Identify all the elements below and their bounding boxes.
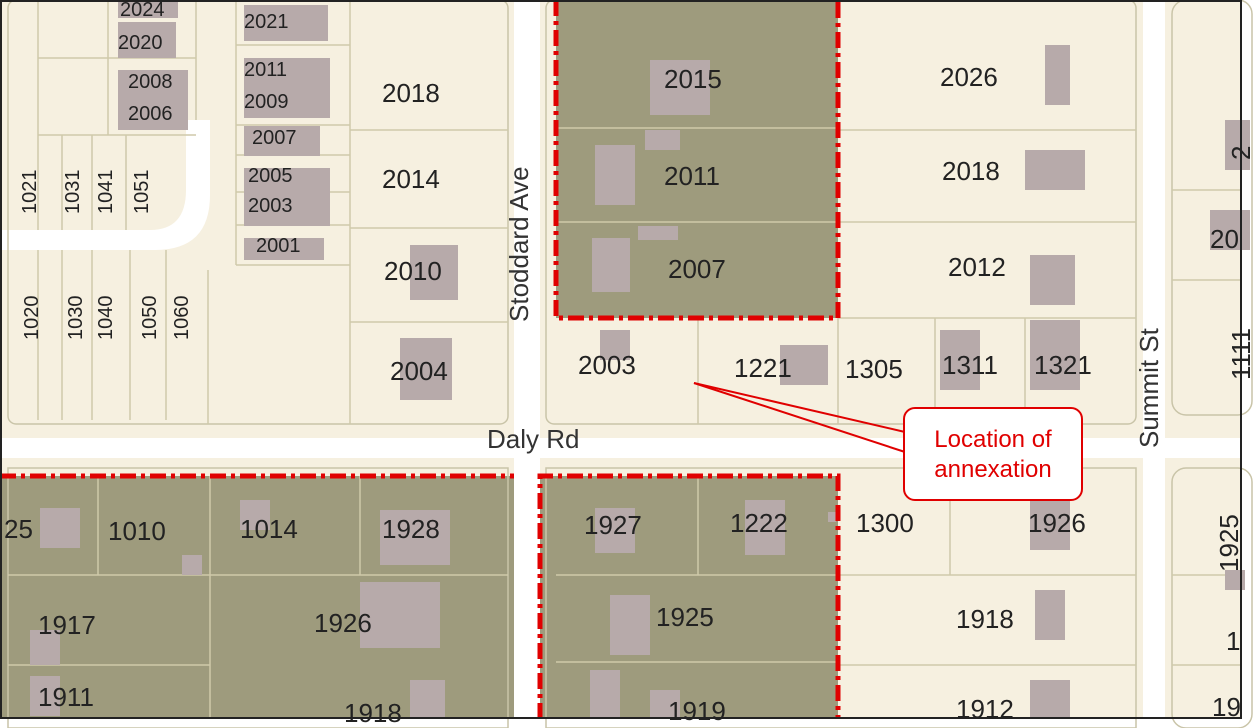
block-outlines bbox=[7, 0, 1253, 728]
parcel-label: 1925 bbox=[1214, 514, 1244, 572]
parcel-label: 1014 bbox=[240, 514, 298, 544]
parcel-label: 1912 bbox=[956, 694, 1014, 724]
parcel-label: 1300 bbox=[856, 508, 914, 538]
parcel-label: 1927 bbox=[584, 510, 642, 540]
parcel-label: 1221 bbox=[734, 353, 792, 383]
parcel-label: 1111 bbox=[1226, 327, 1256, 380]
parcel-label: 1060 bbox=[171, 295, 193, 341]
parcel-label: 1911 bbox=[38, 682, 94, 712]
parcel-label: 1919 bbox=[668, 696, 726, 726]
parcel-label: 1 bbox=[1226, 626, 1241, 656]
parcel-label: 1918 bbox=[956, 604, 1014, 634]
parcel-label: 2003 bbox=[248, 195, 293, 217]
parcel-label: 20 bbox=[1210, 224, 1239, 254]
parcel-label: 2018 bbox=[942, 156, 1000, 186]
parcel-label: 2008 bbox=[128, 71, 173, 93]
parcel-label: 2010 bbox=[384, 256, 442, 286]
parcel-label: 1926 bbox=[314, 608, 372, 638]
parcel-label: 1222 bbox=[730, 508, 788, 538]
parcel-label: 1917 bbox=[38, 610, 96, 640]
parcel-label: 1021 bbox=[19, 169, 41, 215]
parcel-label: 1051 bbox=[131, 169, 153, 215]
parcel-label: 2007 bbox=[252, 127, 297, 149]
parcel-label: 1040 bbox=[95, 295, 117, 341]
road-label-stoddard-ave: Stoddard Ave bbox=[504, 166, 534, 322]
parcel-label: 2006 bbox=[128, 103, 173, 125]
parcel-label: 1925 bbox=[656, 602, 714, 632]
parcel-label: 2009 bbox=[244, 91, 289, 113]
parcel-label: 1010 bbox=[108, 516, 166, 546]
road-label-summit-st: Summit St bbox=[1134, 328, 1164, 448]
parcel-label: 2005 bbox=[248, 165, 293, 187]
parcel-label: 2012 bbox=[948, 252, 1006, 282]
parcel-label: 1918 bbox=[344, 698, 402, 728]
parcel-label: 2024 bbox=[120, 0, 165, 21]
parcel-label: 2003 bbox=[578, 350, 636, 380]
parcel-label: 1305 bbox=[845, 354, 903, 384]
parcel-label: 2011 bbox=[664, 161, 720, 191]
building-footprints bbox=[30, 0, 1250, 719]
parcel-label: 2011 bbox=[244, 59, 288, 81]
parcel-label: 25 bbox=[4, 514, 33, 544]
parcel-label: 19 bbox=[1212, 692, 1241, 722]
annexation-callout: Location of annexation bbox=[903, 407, 1083, 501]
callout-line-1: Location of bbox=[934, 426, 1052, 453]
parcel-label: 2014 bbox=[382, 164, 440, 194]
parcel-label: 1050 bbox=[139, 295, 161, 341]
map-frame bbox=[0, 0, 1242, 719]
annexation-area-south bbox=[540, 476, 838, 719]
parcel-label: 1030 bbox=[65, 295, 87, 341]
parcel-label: 1020 bbox=[21, 295, 43, 341]
parcel-label: 1928 bbox=[382, 514, 440, 544]
parcel-label: 1031 bbox=[62, 169, 84, 215]
callout-line-2: annexation bbox=[934, 456, 1052, 483]
parcel-label: 2026 bbox=[940, 62, 998, 92]
road-label-daly-rd: Daly Rd bbox=[487, 424, 580, 454]
parcel-label: 2015 bbox=[664, 64, 722, 94]
parcel-label: 2020 bbox=[118, 32, 163, 54]
annexation-boundaries bbox=[0, 0, 841, 719]
parcel-label: 1311 bbox=[942, 350, 998, 380]
parcel-label: 2021 bbox=[244, 11, 289, 33]
parcel-label: 1321 bbox=[1034, 350, 1092, 380]
parcel-label: 1041 bbox=[95, 169, 117, 215]
parcel-label: 2007 bbox=[668, 254, 726, 284]
parcel-label: 1926 bbox=[1028, 508, 1086, 538]
parcel-label: 2004 bbox=[390, 356, 448, 386]
parcel-label: 2018 bbox=[382, 78, 440, 108]
parcel-label: 2001 bbox=[256, 235, 301, 257]
parcel-label: 2 bbox=[1226, 145, 1256, 160]
callout-leader bbox=[693, 382, 906, 453]
